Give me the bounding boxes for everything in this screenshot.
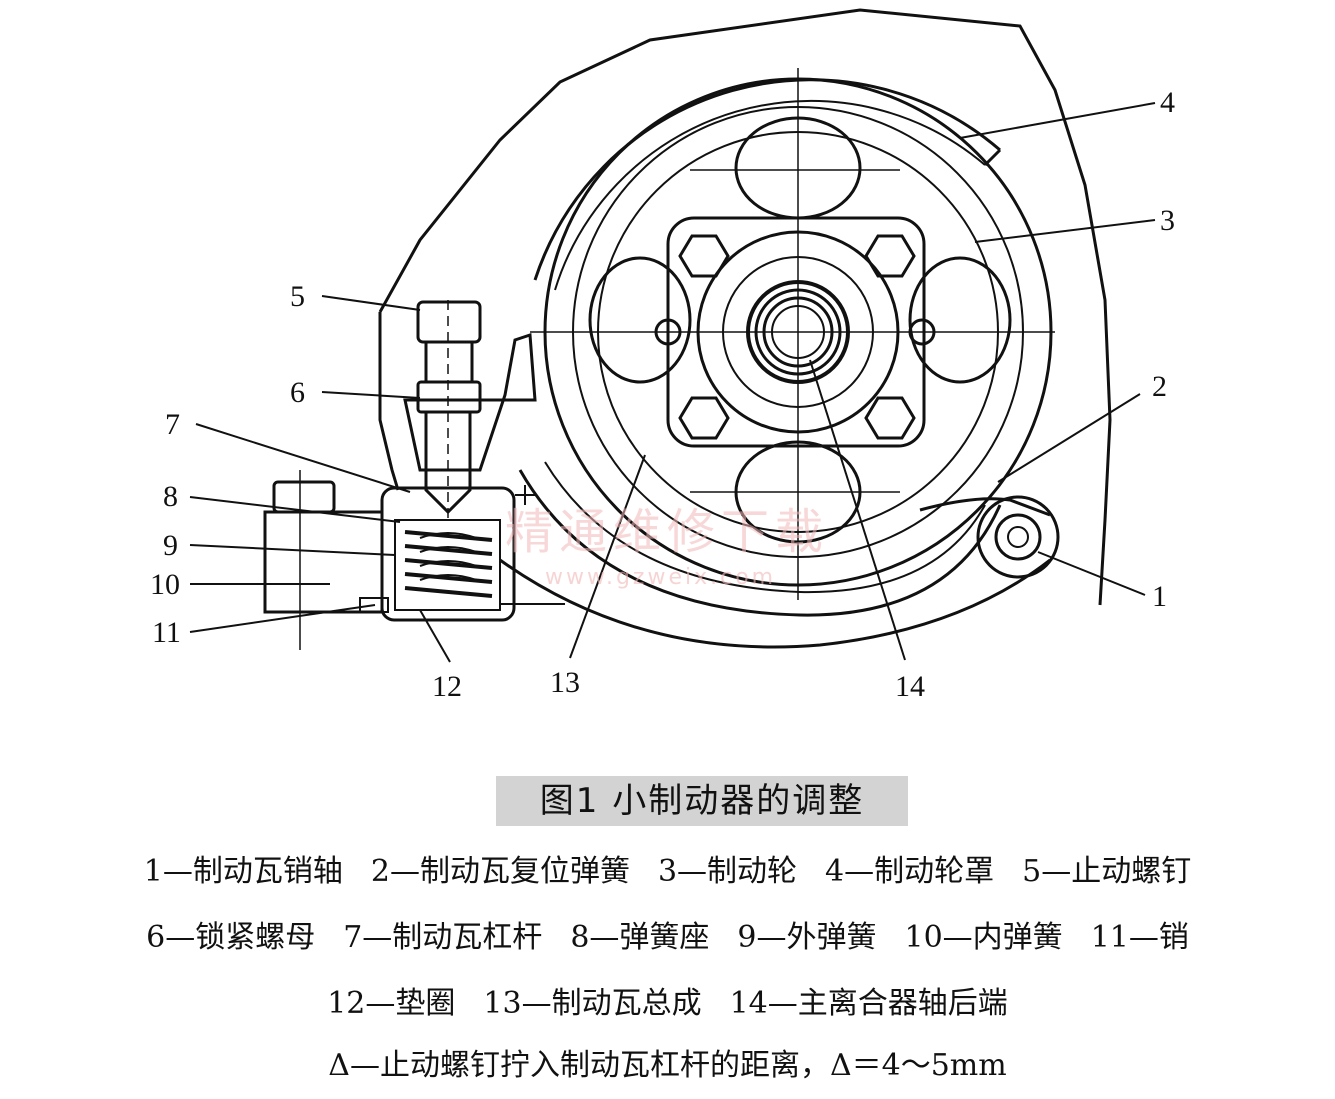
callout-14: 14 bbox=[895, 670, 925, 703]
stop-screw-body bbox=[424, 340, 474, 384]
brake-shoe-lining bbox=[544, 461, 986, 594]
spring-housing bbox=[394, 519, 501, 611]
legend-item: 7—制动瓦杠杆 bbox=[343, 920, 543, 955]
leader-lines bbox=[189, 102, 1156, 663]
legend-item: 4—制动轮罩 bbox=[825, 854, 995, 889]
callout-9: 9 bbox=[163, 529, 178, 562]
figure-caption-title: 图1 小制动器的调整 bbox=[496, 776, 908, 826]
housing-lower-arc bbox=[499, 558, 1051, 649]
bolt-head bbox=[678, 396, 730, 440]
legend-item: 12—垫圈 bbox=[327, 986, 456, 1021]
callout-6: 6 bbox=[290, 376, 305, 409]
spring-seat bbox=[380, 486, 516, 622]
lobe-right bbox=[908, 256, 1012, 384]
outer-spring bbox=[404, 530, 493, 598]
legend-item: 6—锁紧螺母 bbox=[146, 920, 316, 955]
legend-line-3: 12—垫圈 13—制动瓦总成 14—主离合器轴后端 bbox=[0, 978, 1335, 1022]
return-spring bbox=[919, 497, 1051, 517]
legend-note: Δ—止动螺钉拧入制动瓦杠杆的距离，Δ＝4～5mm bbox=[328, 1048, 1007, 1083]
legend-line-1: 1—制动瓦销轴 2—制动瓦复位弹簧 3—制动轮 4—制动轮罩 5—止动螺钉 bbox=[0, 846, 1335, 890]
callout-3: 3 bbox=[1160, 204, 1175, 237]
callout-13: 13 bbox=[550, 666, 580, 699]
callout-5: 5 bbox=[290, 280, 305, 313]
bolt-head bbox=[864, 234, 916, 278]
legend-line-2: 6—锁紧螺母 7—制动瓦杠杆 8—弹簧座 9—外弹簧 10—内弹簧 11—销 bbox=[0, 912, 1335, 956]
wheel-cover-inner bbox=[554, 99, 986, 291]
watermark-text: 精通维修下载 bbox=[505, 504, 829, 560]
wheel-cover bbox=[533, 78, 1001, 281]
lobe-left bbox=[588, 256, 692, 384]
callout-11: 11 bbox=[152, 616, 181, 649]
legend-item: 9—外弹簧 bbox=[737, 920, 877, 955]
legend-item: 10—内弹簧 bbox=[904, 920, 1063, 955]
delta-mark bbox=[515, 485, 535, 505]
callout-12: 12 bbox=[432, 670, 462, 703]
legend-item: 14—主离合器轴后端 bbox=[729, 986, 1008, 1021]
callout-4: 4 bbox=[1160, 86, 1175, 119]
shoe-lever bbox=[403, 332, 537, 472]
callout-2: 2 bbox=[1152, 370, 1167, 403]
callout-7: 7 bbox=[165, 408, 180, 441]
housing-left-wall bbox=[378, 312, 400, 491]
legend-item: 11—销 bbox=[1090, 920, 1189, 955]
callout-8: 8 bbox=[163, 480, 178, 513]
stop-screw-head bbox=[416, 300, 482, 344]
callout-1: 1 bbox=[1152, 580, 1167, 613]
bolt-head bbox=[864, 396, 916, 440]
inner-spring bbox=[419, 532, 477, 581]
legend-item: 2—制动瓦复位弹簧 bbox=[370, 854, 630, 889]
watermark-url: www.gzweix.com bbox=[545, 565, 776, 590]
brake-shoe bbox=[518, 469, 1002, 617]
shoe-pin-outer bbox=[976, 495, 1060, 579]
legend-item: 5—止动螺钉 bbox=[1022, 854, 1192, 889]
pin bbox=[359, 597, 389, 613]
brake-diagram: 精通维修下载 www.gzweix.com 1 2 3 4 5 6 7 8 9 … bbox=[150, 8, 1175, 703]
legend-item: 13—制动瓦总成 bbox=[483, 986, 702, 1021]
callout-10: 10 bbox=[150, 568, 180, 601]
legend-item: 1—制动瓦销轴 bbox=[143, 854, 343, 889]
housing-outline bbox=[378, 8, 1112, 606]
lock-nut bbox=[416, 380, 482, 414]
legend-item: 8—弹簧座 bbox=[570, 920, 710, 955]
legend-item: 3—制动轮 bbox=[657, 854, 798, 889]
shoe-pin bbox=[994, 513, 1042, 561]
